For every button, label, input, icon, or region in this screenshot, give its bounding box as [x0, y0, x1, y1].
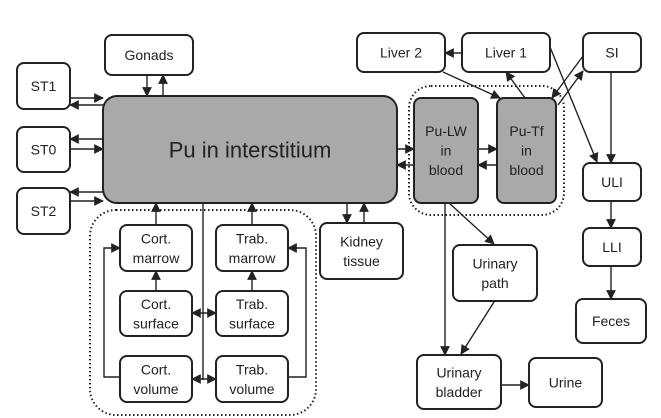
node-box [356, 32, 446, 73]
node-label: Pu in interstitium [169, 138, 332, 163]
node-label: SI [605, 45, 618, 61]
node-trab-volume: Trab. volume [215, 355, 289, 403]
node-box [16, 126, 71, 173]
node-label: LLI [602, 239, 621, 255]
node-si: SI [582, 32, 642, 73]
node-label: volume [229, 381, 274, 397]
node-label: Liver 2 [380, 45, 422, 61]
node-label: Trab. [236, 361, 268, 377]
node-label: Feces [592, 313, 630, 329]
arrow-trab-volume-to-marrow [287, 243, 307, 378]
node-box [582, 162, 642, 202]
node-cort-volume: Cort. volume [119, 355, 193, 403]
node-liver2: Liver 2 [356, 32, 446, 73]
node-label: blood [429, 162, 463, 178]
node-label: Trab. [236, 230, 268, 246]
node-box [582, 32, 642, 73]
arrow-si-to-putf [551, 55, 584, 99]
arrow-putf-to-liver1 [505, 71, 526, 99]
node-label: surface [133, 315, 179, 331]
arrow-liver1-to-uli [549, 46, 599, 163]
node-box [582, 227, 642, 267]
node-label: Gonads [124, 47, 173, 63]
node-box [215, 355, 289, 403]
node-kidney: Kidney tissue [319, 222, 404, 280]
node-label: in [521, 143, 532, 159]
node-box [215, 224, 289, 272]
node-box [461, 32, 551, 73]
node-label: tissue [343, 253, 380, 269]
node-trab-marrow: Trab. marrow [215, 224, 289, 272]
node-st2: ST2 [16, 187, 71, 235]
node-box [496, 97, 557, 204]
node-label: Cort. [141, 361, 171, 377]
node-box [102, 95, 398, 204]
node-label: Trab. [236, 296, 268, 312]
node-label: Pu-LW [425, 123, 468, 139]
node-label: Cort. [141, 296, 171, 312]
node-label: surface [229, 315, 275, 331]
node-label: ST0 [31, 142, 57, 158]
node-st0: ST0 [16, 126, 71, 173]
node-box [319, 222, 404, 280]
node-liver1: Liver 1 [461, 32, 551, 73]
node-interstitium: Pu in interstitium [102, 95, 398, 204]
node-label: marrow [133, 250, 181, 266]
node-label: blood [509, 162, 543, 178]
node-label: Kidney [340, 233, 383, 249]
node-label: Urinary [436, 364, 481, 380]
node-gonads: Gonads [104, 34, 194, 76]
node-box [452, 244, 538, 302]
node-label: Pu-Tf [509, 123, 543, 139]
node-box [416, 354, 502, 410]
node-label: ULI [601, 174, 623, 190]
node-cort-marrow: Cort. marrow [119, 224, 193, 272]
node-box [215, 290, 289, 337]
node-box [119, 290, 193, 337]
node-pulw: Pu-LW in blood [413, 97, 479, 204]
arrow-urinary-path-to-bladder [460, 301, 495, 355]
node-label: in [441, 143, 452, 159]
node-urinary-path: Urinary path [452, 244, 538, 302]
node-label: path [481, 275, 508, 291]
node-st1: ST1 [16, 62, 71, 110]
node-trab-surface: Trab. surface [215, 290, 289, 337]
node-label: bladder [436, 384, 483, 400]
node-feces: Feces [575, 298, 647, 344]
node-putf: Pu-Tf in blood [496, 97, 557, 204]
node-box [16, 187, 71, 235]
node-box [16, 62, 71, 110]
arrow-putf-to-si [557, 70, 584, 106]
node-label: Cort. [141, 230, 171, 246]
node-label: ST2 [31, 203, 57, 219]
node-box [119, 355, 193, 403]
node-urine: Urine [528, 357, 603, 408]
node-label: Urinary [472, 255, 517, 271]
node-label: Urine [549, 375, 583, 391]
node-cort-surface: Cort. surface [119, 290, 193, 337]
node-urinary-bladder: Urinary bladder [416, 354, 502, 410]
node-box [575, 298, 647, 344]
node-box [413, 97, 479, 204]
node-lli: LLI [582, 227, 642, 267]
node-label: ST1 [31, 78, 57, 94]
arrow-cort-volume-to-marrow [103, 243, 121, 378]
node-label: Liver 1 [485, 45, 527, 61]
node-label: volume [133, 381, 178, 397]
node-uli: ULI [582, 162, 642, 202]
arrow-pulw-to-urinary-path [448, 202, 495, 245]
node-box [119, 224, 193, 272]
node-label: marrow [229, 250, 277, 266]
node-box [104, 34, 194, 76]
node-box [528, 357, 603, 408]
arrow-liver2-to-putf [442, 71, 501, 99]
